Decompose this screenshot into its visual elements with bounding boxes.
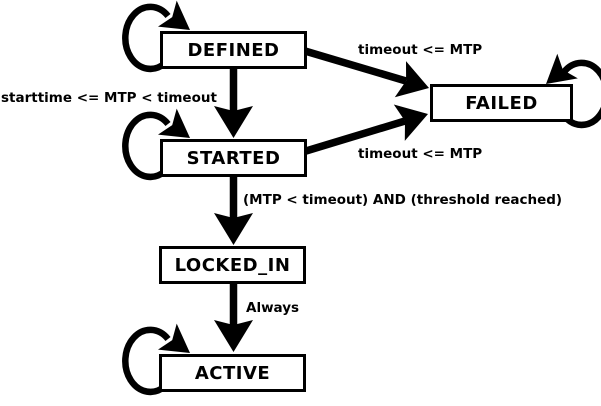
self-loop-defined-arc	[122, 3, 171, 73]
edge-label-started-to-locked-in: (MTP < timeout) AND (threshold reached)	[243, 192, 563, 208]
edge-label-started-to-failed: timeout <= MTP	[358, 146, 483, 162]
edge-label-defined-to-failed: timeout <= MTP	[358, 42, 483, 58]
self-loop-started-arrowhead	[158, 108, 190, 138]
arrow-defined-to-failed-arrowhead	[394, 61, 429, 98]
self-loop-defined	[122, 0, 190, 73]
self-loop-started-arc	[122, 111, 171, 181]
arrow-defined-to-failed	[303, 47, 429, 98]
edge-label-locked-in-to-active: Always	[246, 300, 300, 316]
self-loop-failed-arrowhead	[546, 53, 578, 84]
arrow-locked-in-to-active	[214, 284, 253, 352]
state-started-label: STARTED	[186, 147, 281, 169]
arrow-locked-in-to-active-arrowhead	[214, 320, 253, 352]
state-failed-label: FAILED	[465, 92, 538, 114]
state-active-label: ACTIVE	[194, 362, 271, 384]
arrow-started-to-failed-arrowhead	[393, 104, 428, 141]
self-loop-active	[122, 323, 190, 396]
state-active: ACTIVE	[159, 354, 306, 392]
arrow-defined-to-started	[214, 68, 253, 138]
arrow-defined-to-started-arrowhead	[214, 106, 253, 138]
arrow-defined-to-failed-shaft	[303, 47, 408, 85]
self-loop-started	[122, 108, 190, 181]
state-defined-label: DEFINED	[187, 39, 280, 61]
state-locked-in-label: LOCKED_IN	[174, 254, 291, 276]
state-started: STARTED	[160, 139, 307, 177]
self-loop-failed	[546, 53, 601, 129]
arrow-started-to-failed-shaft	[304, 117, 407, 155]
state-defined: DEFINED	[160, 31, 307, 69]
arrow-started-to-failed	[304, 104, 428, 155]
arrow-started-to-locked-in-arrowhead	[214, 213, 253, 245]
state-failed: FAILED	[430, 84, 573, 122]
edge-label-defined-to-started: starttime <= MTP < timeout	[1, 90, 217, 106]
self-loop-active-arrowhead	[158, 323, 190, 353]
arrow-started-to-locked-in	[214, 176, 253, 245]
self-loop-active-arc	[122, 326, 171, 396]
self-loop-failed-arc	[561, 59, 601, 129]
state-locked-in: LOCKED_IN	[159, 246, 306, 284]
self-loop-defined-arrowhead	[158, 0, 190, 30]
